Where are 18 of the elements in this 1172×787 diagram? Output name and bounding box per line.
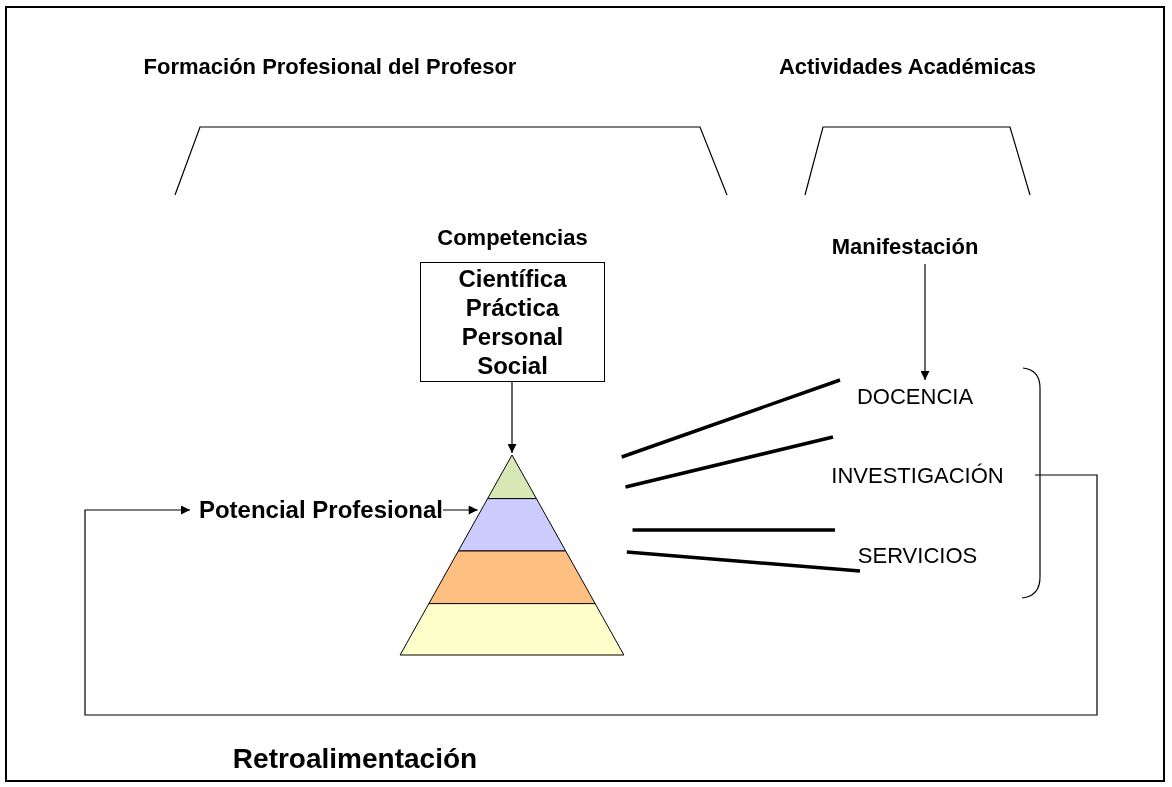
node-label: INVESTIGACIÓN [800, 459, 1035, 491]
arrow [84, 474, 1098, 716]
node-label: DOCENCIA [830, 380, 1000, 412]
box-heading: Competencias [436, 224, 589, 252]
arrow [442, 505, 479, 515]
connector-line [626, 550, 861, 573]
section-heading: Actividades Académicas [777, 53, 1038, 81]
connector-line [621, 378, 841, 459]
node-label: Manifestación [800, 228, 1010, 264]
competency-list: Científica Práctica Personal Social [445, 264, 580, 380]
connector-line [632, 528, 835, 532]
connector-line [625, 435, 834, 489]
edge-label: Retroalimentación [231, 742, 479, 776]
section-heading: Formación Profesional del Profesor [142, 53, 518, 81]
node-label: Potencial Profesional [190, 494, 443, 526]
arrow [920, 263, 930, 381]
node-label: SERVICIOS [825, 539, 1010, 571]
arrow [507, 381, 517, 454]
